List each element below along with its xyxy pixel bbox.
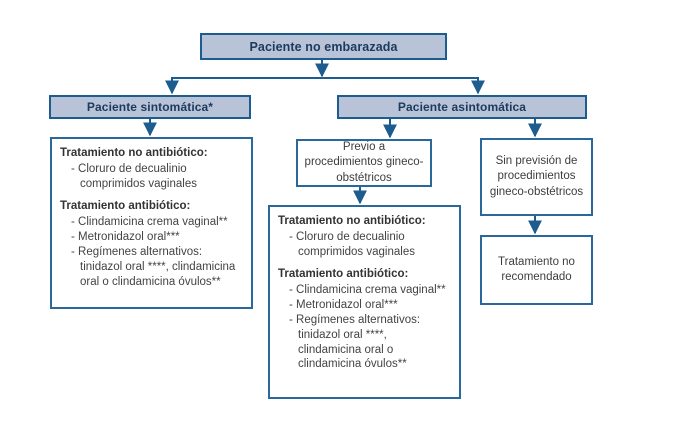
node-paciente-no-embarazada: Paciente no embarazada [200,33,447,60]
node-paciente-asintomatica: Paciente asintomática [337,95,587,119]
treatment-item: - Regímenes alternativos: tinidazol oral… [289,313,421,371]
treatment-heading: Tratamiento antibiótico: [278,267,409,280]
treatment-item: - Cloruro de decualinio comprimidos vagi… [289,230,415,258]
treatment-heading: Tratamiento antibiótico: [60,199,191,212]
treatment-item: - Clindamicina crema vaginal** [71,215,228,228]
treatment-item: - Cloruro de decualinio comprimidos vagi… [71,162,197,190]
node-tratamiento-previo-procedimientos: Tratamiento no antibiótico: - Cloruro de… [268,205,461,399]
node-previo-procedimientos: Previo a procedimientos gineco-obstétric… [296,139,432,187]
treatment-heading: Tratamiento no antibiótico: [278,215,426,227]
treatment-item: - Clindamicina crema vaginal** [289,283,446,296]
treatment-heading: Tratamiento no antibiótico: [60,147,208,159]
treatment-item: - Metronidazol oral*** [289,298,398,311]
node-paciente-sintomatica: Paciente sintomática* [49,95,251,119]
treatment-item: - Regímenes alternativos: tinidazol oral… [71,245,236,288]
treatment-item: - Metronidazol oral*** [71,230,180,243]
node-sin-prevision-procedimientos: Sin previsión de procedimientos gineco-o… [480,138,593,216]
node-tratamiento-sintomatica: Tratamiento no antibiótico: - Cloruro de… [50,137,253,309]
node-tratamiento-no-recomendado: Tratamiento no recomendado [480,235,593,305]
